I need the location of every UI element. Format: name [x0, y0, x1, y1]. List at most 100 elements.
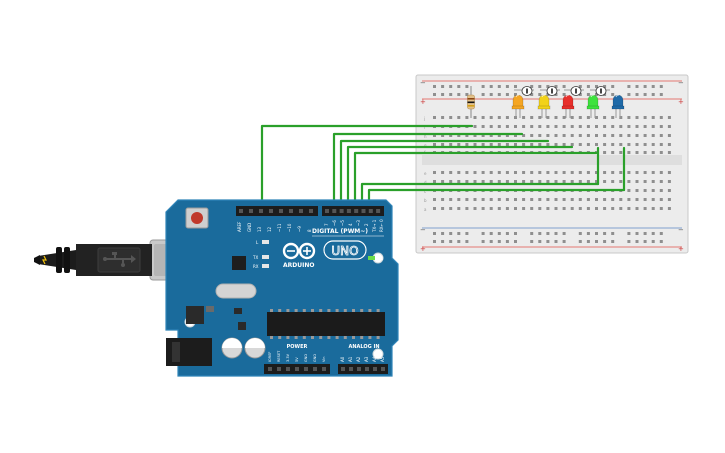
rail-hole[interactable] — [651, 93, 655, 96]
breadboard-hole[interactable] — [611, 125, 615, 128]
breadboard-hole[interactable] — [651, 171, 655, 174]
breadboard-hole[interactable] — [595, 171, 598, 174]
breadboard-hole[interactable] — [554, 198, 558, 201]
breadboard-hole[interactable] — [522, 171, 526, 174]
breadboard-hole[interactable] — [651, 125, 655, 128]
breadboard-hole[interactable] — [643, 207, 647, 210]
rail-hole[interactable] — [441, 93, 445, 96]
breadboard-hole[interactable] — [433, 143, 436, 146]
header-pin[interactable] — [361, 209, 366, 213]
breadboard-hole[interactable] — [619, 151, 623, 154]
breadboard-hole[interactable] — [651, 207, 655, 210]
breadboard-hole[interactable] — [465, 207, 469, 210]
breadboard-hole[interactable] — [635, 134, 639, 137]
breadboard-hole[interactable] — [635, 189, 639, 192]
breadboard-hole[interactable] — [619, 134, 623, 137]
rail-hole[interactable] — [530, 85, 534, 88]
breadboard-hole[interactable] — [489, 171, 493, 174]
breadboard-hole[interactable] — [611, 143, 615, 146]
breadboard-hole[interactable] — [457, 180, 461, 183]
rail-hole[interactable] — [643, 240, 647, 243]
breadboard-hole[interactable] — [635, 143, 639, 146]
breadboard-hole[interactable] — [433, 171, 436, 174]
breadboard-hole[interactable] — [505, 134, 509, 137]
breadboard-hole[interactable] — [546, 171, 550, 174]
header-pin[interactable] — [295, 367, 299, 371]
breadboard-hole[interactable] — [514, 171, 517, 174]
rail-hole[interactable] — [497, 240, 501, 243]
header-pin[interactable] — [354, 209, 359, 213]
rail-hole[interactable] — [627, 85, 631, 88]
breadboard-hole[interactable] — [611, 198, 615, 201]
rail-hole[interactable] — [449, 93, 453, 96]
rail-hole[interactable] — [562, 232, 566, 235]
rail-hole[interactable] — [635, 240, 639, 243]
resistor-led-series[interactable] — [467, 86, 475, 118]
breadboard-hole[interactable] — [530, 198, 534, 201]
rail-hole[interactable] — [643, 93, 647, 96]
breadboard-hole[interactable] — [595, 143, 598, 146]
breadboard-hole[interactable] — [667, 143, 671, 146]
breadboard-hole[interactable] — [562, 134, 566, 137]
header-pin[interactable] — [289, 209, 293, 213]
breadboard-hole[interactable] — [603, 180, 607, 183]
rail-hole[interactable] — [514, 93, 517, 96]
breadboard-hole[interactable] — [570, 134, 574, 137]
breadboard-hole[interactable] — [562, 125, 566, 128]
rail-hole[interactable] — [441, 232, 445, 235]
rail-hole[interactable] — [635, 85, 639, 88]
rail-hole[interactable] — [481, 240, 485, 243]
breadboard-hole[interactable] — [505, 180, 509, 183]
rail-hole[interactable] — [611, 232, 615, 235]
breadboard-hole[interactable] — [546, 125, 550, 128]
rail-hole[interactable] — [611, 85, 615, 88]
breadboard-hole[interactable] — [465, 116, 469, 119]
led-orange[interactable] — [511, 94, 525, 118]
rail-hole[interactable] — [538, 93, 542, 96]
rail-hole[interactable] — [465, 93, 469, 96]
breadboard-hole[interactable] — [481, 125, 485, 128]
header-pin[interactable] — [341, 367, 345, 371]
breadboard-hole[interactable] — [570, 116, 574, 119]
breadboard-hole[interactable] — [627, 134, 631, 137]
breadboard-hole[interactable] — [595, 134, 598, 137]
rail-hole[interactable] — [465, 240, 469, 243]
breadboard-hole[interactable] — [522, 134, 526, 137]
breadboard-hole[interactable] — [497, 125, 501, 128]
breadboard-hole[interactable] — [611, 116, 615, 119]
rail-hole[interactable] — [595, 93, 598, 96]
breadboard-hole[interactable] — [473, 134, 477, 137]
breadboard-hole[interactable] — [465, 180, 469, 183]
breadboard-hole[interactable] — [635, 180, 639, 183]
rail-hole[interactable] — [627, 240, 631, 243]
breadboard-hole[interactable] — [570, 180, 574, 183]
breadboard-hole[interactable] — [578, 116, 582, 119]
breadboard-hole[interactable] — [651, 198, 655, 201]
breadboard-hole[interactable] — [473, 207, 477, 210]
breadboard-hole[interactable] — [643, 180, 647, 183]
breadboard-hole[interactable] — [619, 125, 623, 128]
rail-hole[interactable] — [546, 85, 550, 88]
breadboard-hole[interactable] — [627, 151, 631, 154]
breadboard-hole[interactable] — [667, 171, 671, 174]
header-pin[interactable] — [269, 209, 273, 213]
rail-hole[interactable] — [489, 240, 493, 243]
breadboard-hole[interactable] — [546, 198, 550, 201]
breadboard-hole[interactable] — [473, 143, 477, 146]
breadboard-hole[interactable] — [441, 116, 445, 119]
breadboard-hole[interactable] — [441, 207, 445, 210]
rail-hole[interactable] — [489, 232, 493, 235]
breadboard-hole[interactable] — [586, 207, 590, 210]
breadboard-hole[interactable] — [497, 207, 501, 210]
rail-hole[interactable] — [586, 232, 590, 235]
breadboard-hole[interactable] — [651, 180, 655, 183]
rail-hole[interactable] — [514, 240, 517, 243]
breadboard-hole[interactable] — [481, 143, 485, 146]
rail-hole[interactable] — [659, 232, 663, 235]
header-pin[interactable] — [339, 209, 344, 213]
breadboard-hole[interactable] — [643, 116, 647, 119]
breadboard-hole[interactable] — [651, 134, 655, 137]
breadboard-hole[interactable] — [489, 207, 493, 210]
breadboard-hole[interactable] — [497, 180, 501, 183]
rail-hole[interactable] — [643, 232, 647, 235]
